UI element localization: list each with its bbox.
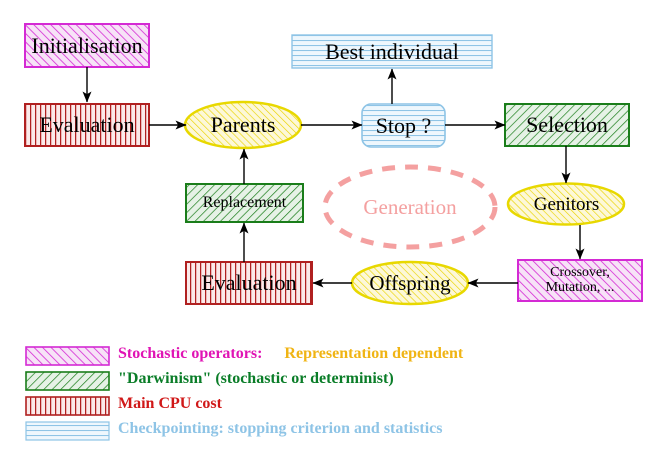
node-initialisation-shape[interactable] [24,23,150,68]
legend-item-checkpointing: Checkpointing: stopping criterion and st… [118,420,442,438]
legend-item-main-cpu-cost: Main CPU cost [118,395,222,413]
legend-swatch-main-cpu-cost [25,396,110,416]
node-stop-shape[interactable] [361,103,446,148]
legend-text-stochastic-operators: Stochastic operators: [118,345,263,362]
node-crossover-mutation-shape[interactable] [517,259,643,302]
legend-text-darwinism: "Darwinism" (stochastic or determinist) [118,370,394,387]
legend-item-stochastic-operators: Stochastic operators: Representation dep… [118,345,463,363]
legend-text-main-cpu-cost: Main CPU cost [118,395,222,412]
node-selection-shape[interactable] [504,103,630,147]
node-replacement-shape[interactable] [185,183,304,223]
node-offspring-shape[interactable] [350,260,470,306]
legend-swatch-checkpointing [25,421,110,441]
legend-swatch-stochastic-operators [25,346,110,366]
node-generation-shape [322,164,498,250]
legend-swatch-darwinism [25,371,110,391]
legend-text-checkpointing: Checkpointing: stopping criterion and st… [118,420,443,437]
node-evaluation-bottom-shape[interactable] [185,261,313,305]
node-parents-shape[interactable] [183,100,303,150]
node-best-individual-shape[interactable] [291,34,493,69]
legend-item-darwinism: "Darwinism" (stochastic or determinist) [118,370,394,388]
node-evaluation-top-shape[interactable] [24,103,150,147]
legend-text-representation-dependent: Representation dependent [284,345,464,362]
node-genitors-shape[interactable] [506,182,626,226]
